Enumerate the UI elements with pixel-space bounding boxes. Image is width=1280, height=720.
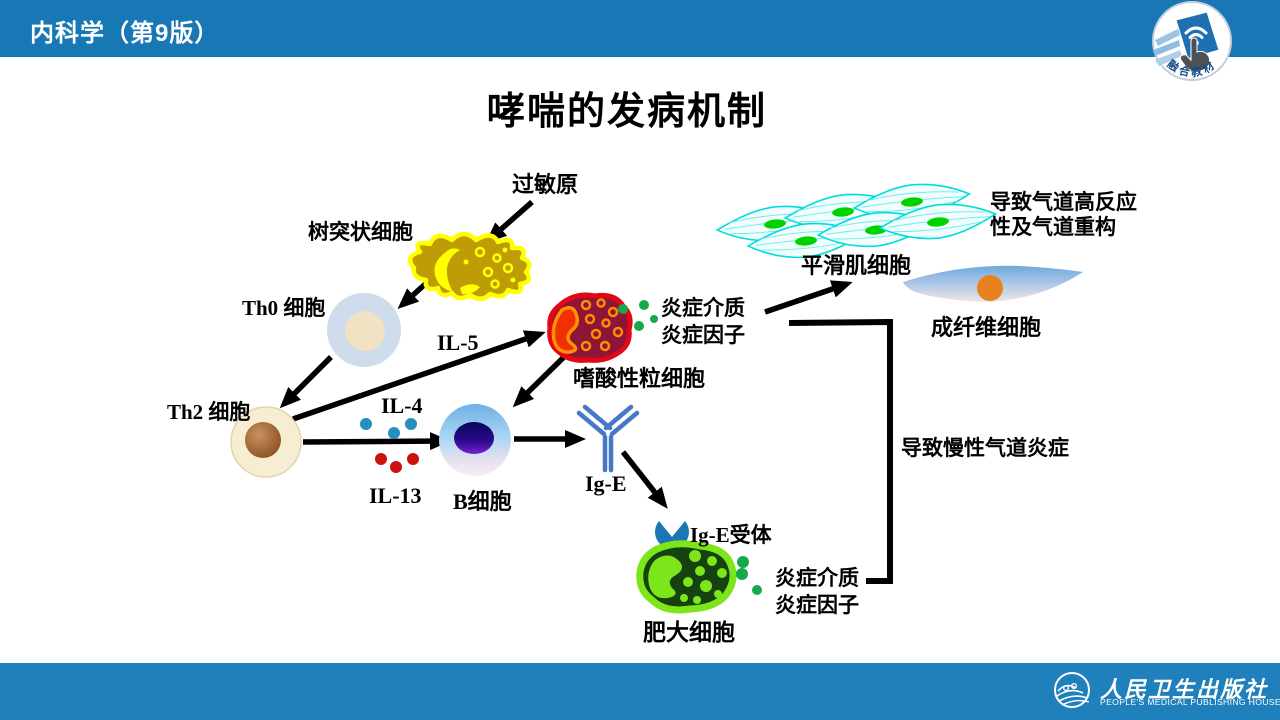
label-fibroblast: 成纤维细胞 bbox=[931, 315, 1042, 340]
label-ige-receptor: Ig-E受体 bbox=[690, 523, 772, 547]
arrow-th2-to-bcell bbox=[302, 432, 451, 451]
label-outcome-airway-remodeling: 导致气道高反应性及气道重构 bbox=[990, 191, 1137, 239]
fibroblast-cell bbox=[903, 265, 1083, 302]
arrow-th0-to-th2 bbox=[279, 355, 333, 409]
mediator-dots-eosinophil bbox=[618, 300, 658, 331]
mast-cell bbox=[636, 540, 737, 614]
label-mediators-eosinophil-line1: 炎症介质 bbox=[661, 297, 745, 320]
label-th0-cell: Th0 细胞 bbox=[242, 296, 326, 320]
label-th2-cell: Th2 细胞 bbox=[167, 400, 251, 424]
badge-label: 融合教材 bbox=[1165, 57, 1216, 80]
label-mediators-eosinophil: 炎症介质 炎症因子 bbox=[661, 295, 745, 349]
publisher-name-en: PEOPLE'S MEDICAL PUBLISHING HOUSE bbox=[1100, 697, 1280, 707]
label-mediators-mast: 炎症介质 炎症因子 bbox=[775, 565, 859, 619]
label-mediators-mast-line2: 炎症因子 bbox=[775, 594, 859, 617]
ige-antibody bbox=[576, 404, 640, 473]
arrow-ige-to-receptor bbox=[620, 450, 668, 509]
label-mediators-mast-line1: 炎症介质 bbox=[775, 567, 859, 590]
b-cell bbox=[439, 404, 511, 476]
arrow-mediators-to-smooth-muscle bbox=[764, 280, 853, 315]
dendritic-cell bbox=[407, 231, 532, 301]
publisher-name: 人民卫生出版社 bbox=[1100, 677, 1269, 702]
footer-bar bbox=[0, 663, 1280, 720]
arrow-dendritic-to-th0 bbox=[397, 274, 435, 310]
label-il5: IL-5 bbox=[437, 330, 479, 355]
svg-text:融合教材: 融合教材 bbox=[1165, 57, 1219, 80]
label-ige: Ig-E bbox=[585, 471, 627, 496]
label-b-cell: B细胞 bbox=[453, 489, 512, 514]
bracket-chronic-inflammation bbox=[788, 318, 893, 584]
il13-dots bbox=[375, 453, 419, 473]
th0-cell bbox=[327, 293, 401, 367]
arrow-allergen-to-dendritic bbox=[485, 199, 534, 243]
mediator-dots-mast bbox=[736, 556, 762, 595]
ige-receptor-shape bbox=[655, 521, 689, 549]
label-outcome-chronic-inflammation: 导致慢性气道炎症 bbox=[901, 437, 1069, 460]
label-dendritic-cell: 树突状细胞 bbox=[308, 221, 413, 244]
label-mast-cell: 肥大细胞 bbox=[643, 619, 735, 645]
il4-dots bbox=[360, 418, 417, 439]
arrow-eosinophil-to-bcell bbox=[512, 353, 568, 408]
label-mediators-eosinophil-line2: 炎症因子 bbox=[661, 324, 745, 347]
label-allergen: 过敏原 bbox=[512, 172, 579, 197]
label-il13: IL-13 bbox=[369, 483, 422, 508]
label-eosinophil: 嗜酸性粒细胞 bbox=[573, 366, 706, 391]
header-bar: 内科学（第9版） bbox=[0, 0, 1280, 57]
eosinophil-cell bbox=[547, 292, 633, 363]
label-il4: IL-4 bbox=[381, 393, 423, 418]
label-smooth-muscle: 平滑肌细胞 bbox=[801, 253, 912, 278]
page-title: 哮喘的发病机制 bbox=[486, 91, 767, 133]
course-title: 内科学（第9版） bbox=[30, 20, 220, 47]
